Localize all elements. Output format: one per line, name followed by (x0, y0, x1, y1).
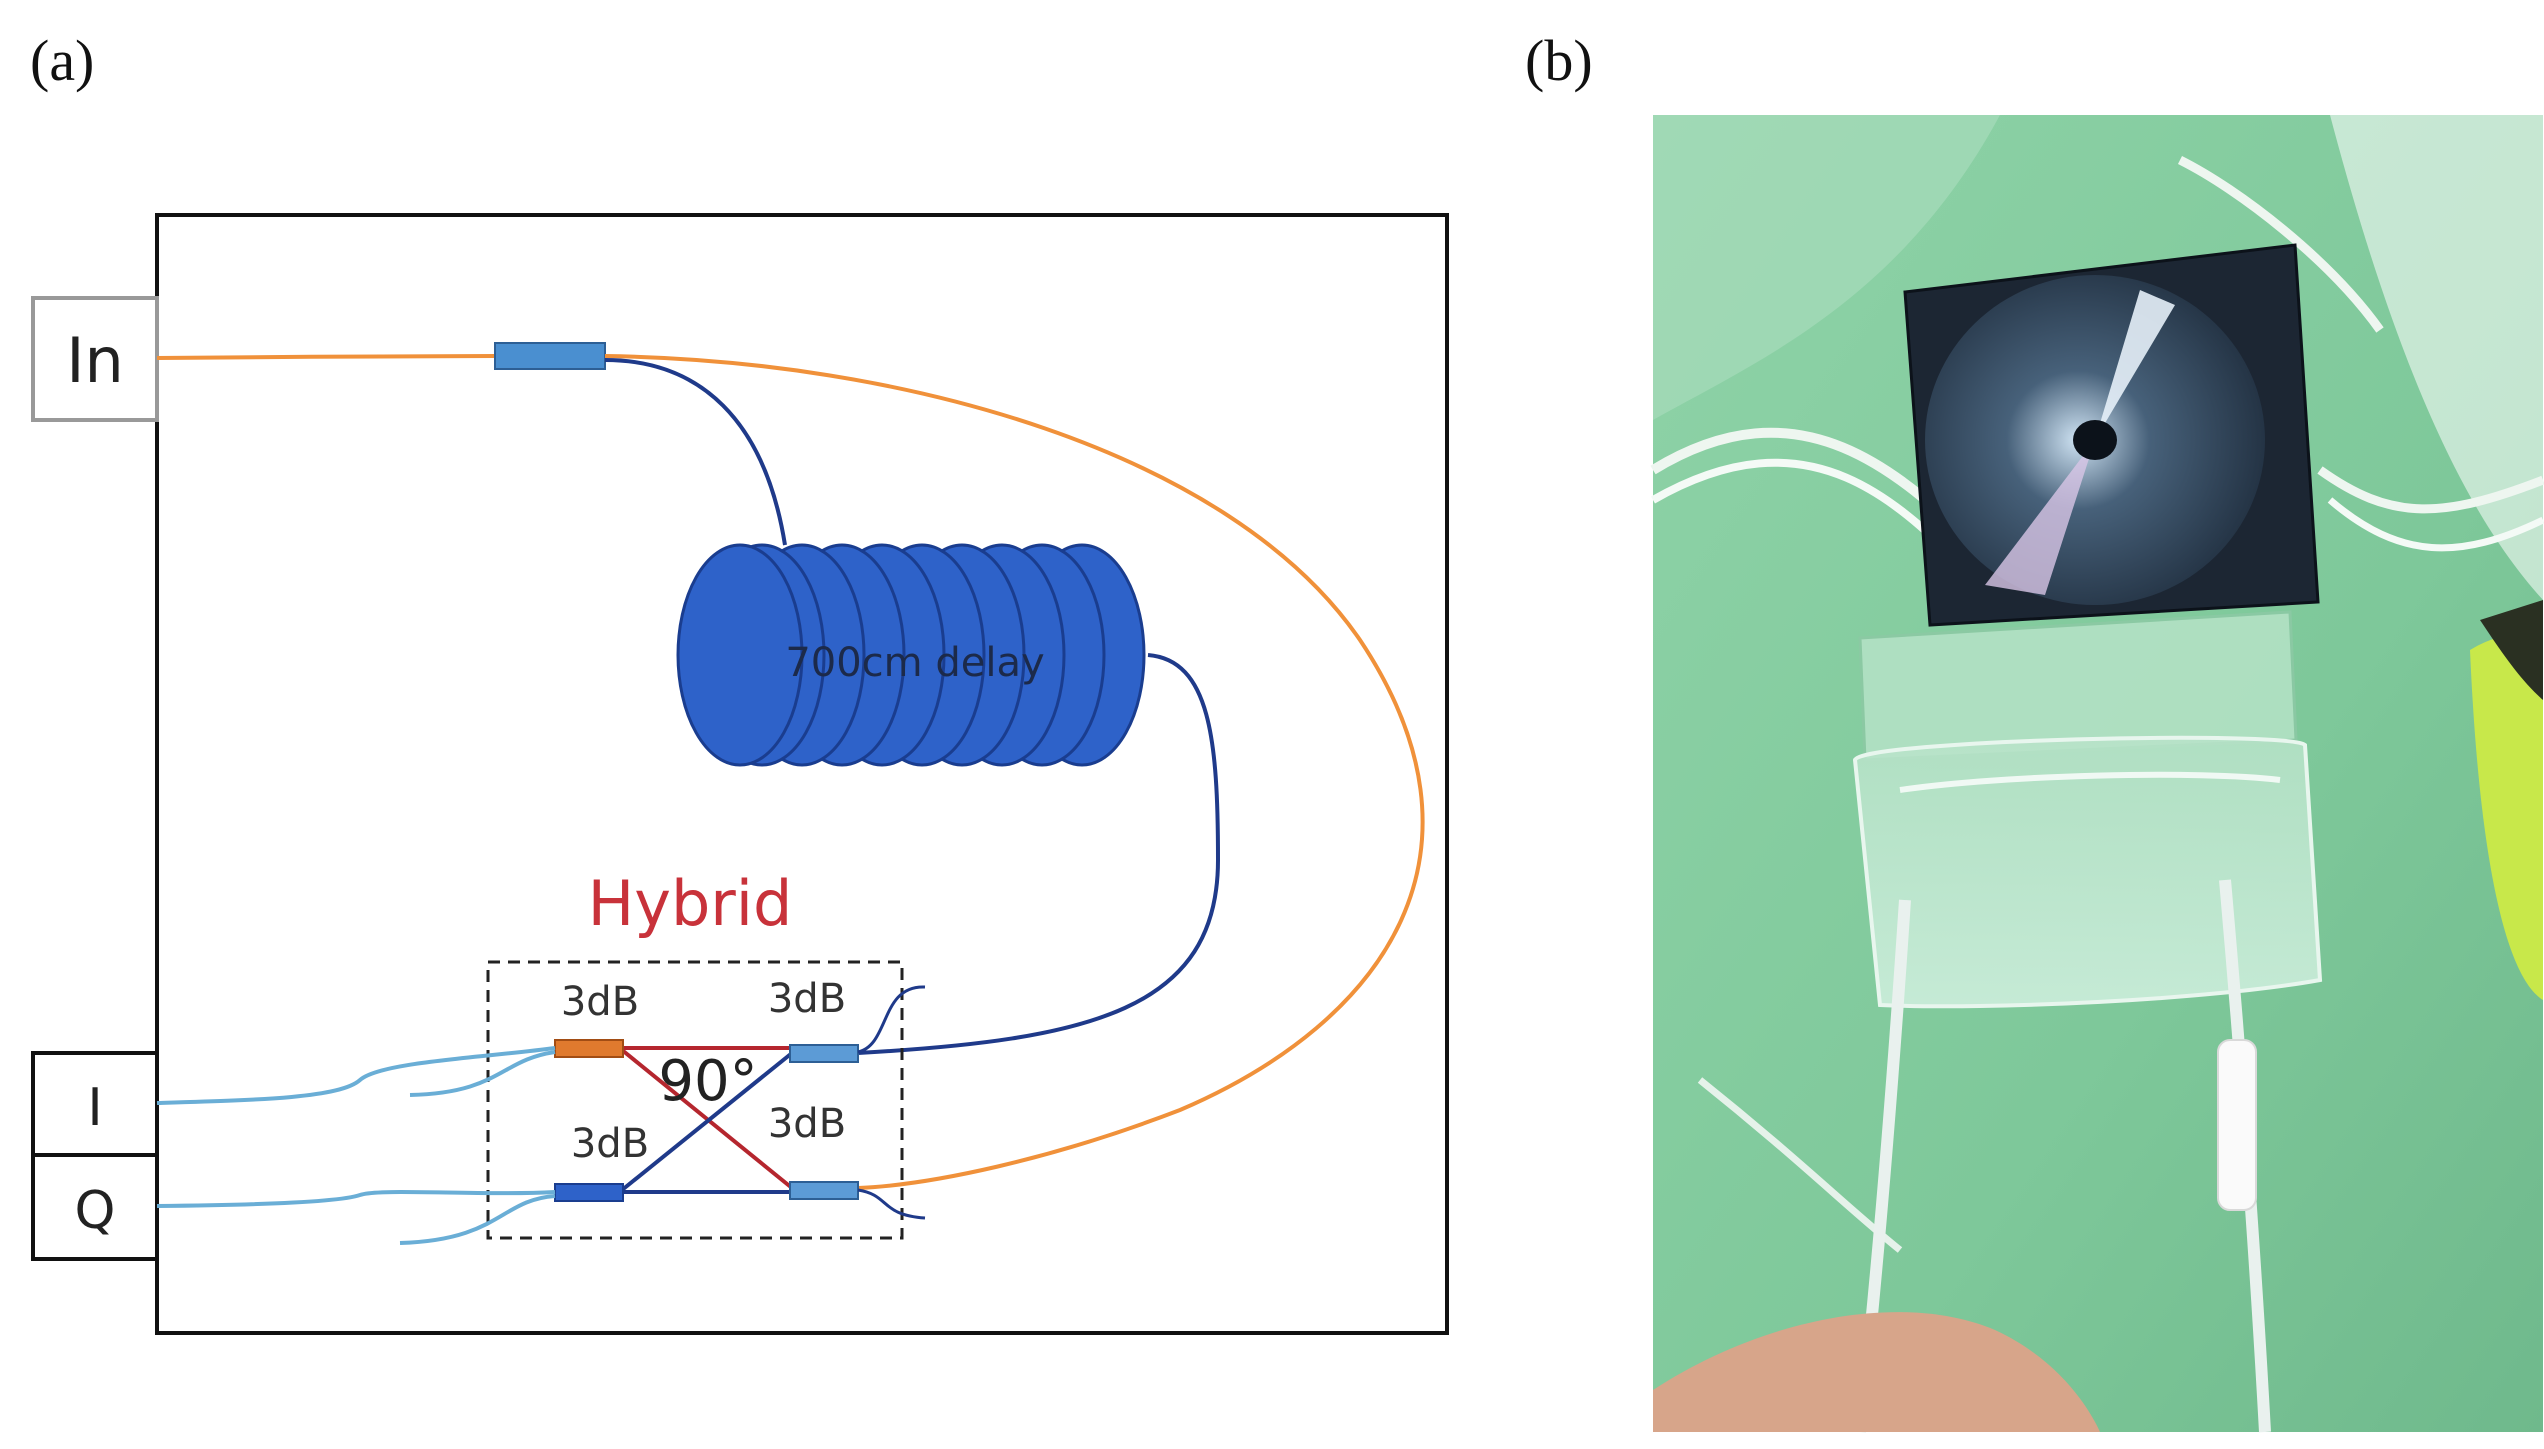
phase-shift-label: 90° (658, 1049, 757, 1114)
coupler-label-top-left: 3dB (561, 979, 639, 1025)
background-fold (1653, 115, 2000, 420)
fiber-sleeve (2217, 1039, 2257, 1211)
output-port-q-label: Q (75, 1181, 116, 1241)
background-cable-3 (2177, 155, 2384, 333)
fingertip (1653, 1312, 2100, 1432)
output-port-q-box (31, 1153, 159, 1261)
delay-arm-output-fiber (857, 653, 1221, 1055)
chip-reflection-1 (2095, 290, 2175, 440)
fiber-delay-coil (676, 543, 1146, 767)
input-fiber (156, 354, 496, 360)
panel-a-label: (a) (30, 28, 94, 93)
output-fiber-q-stub (399, 1194, 556, 1245)
hybrid-right-stub-bottom (857, 1188, 926, 1220)
chip-reflection-2 (1985, 440, 2095, 595)
delay-arm-input-fiber (604, 358, 787, 546)
coupler-bottom-right (789, 1181, 859, 1200)
coupler-top-left (554, 1039, 624, 1058)
background-object-dark (2480, 600, 2543, 700)
coupler-label-top-right: 3dB (768, 976, 846, 1022)
output-port-i-label: I (87, 1078, 102, 1138)
input-port-box (31, 296, 159, 422)
hybrid-box (486, 960, 904, 1240)
delay-coil-label: 700cm delay (785, 640, 1044, 686)
background-cable-4 (2317, 466, 2544, 514)
gel-encapsulation (1852, 735, 2323, 1009)
input-splitter (494, 342, 606, 370)
coupler-top-right (789, 1044, 859, 1063)
output-fiber-i-stub (409, 1050, 556, 1097)
coupler-label-bottom-right: 3dB (768, 1101, 846, 1147)
coupler-bottom-left (554, 1183, 624, 1202)
coupler-label-bottom-left: 3dB (571, 1121, 649, 1167)
chip-center-hole (2073, 420, 2117, 460)
hybrid-title: Hybrid (588, 867, 793, 940)
panel-b-label: (b) (1525, 28, 1593, 93)
gel-highlight (1899, 771, 2281, 793)
hybrid-right-stub-top (857, 985, 926, 1054)
input-port-label: In (66, 324, 124, 397)
reference-arm-fiber (604, 354, 1425, 1190)
device-photo (1650, 115, 2544, 1433)
output-fiber-i (156, 1046, 556, 1105)
panel-a: (a) In I Q 700cm (30, 28, 1449, 1335)
output-fiber-q (156, 1190, 556, 1208)
glass-block (1858, 610, 2298, 762)
background-cable-5 (2327, 497, 2544, 552)
device-enclosure (155, 213, 1449, 1335)
background-shadow (2330, 115, 2543, 600)
panel-b: (b) (1525, 28, 2544, 1433)
hybrid-path-cross-2 (620, 1051, 794, 1192)
background-object-yellow (2470, 636, 2543, 1000)
